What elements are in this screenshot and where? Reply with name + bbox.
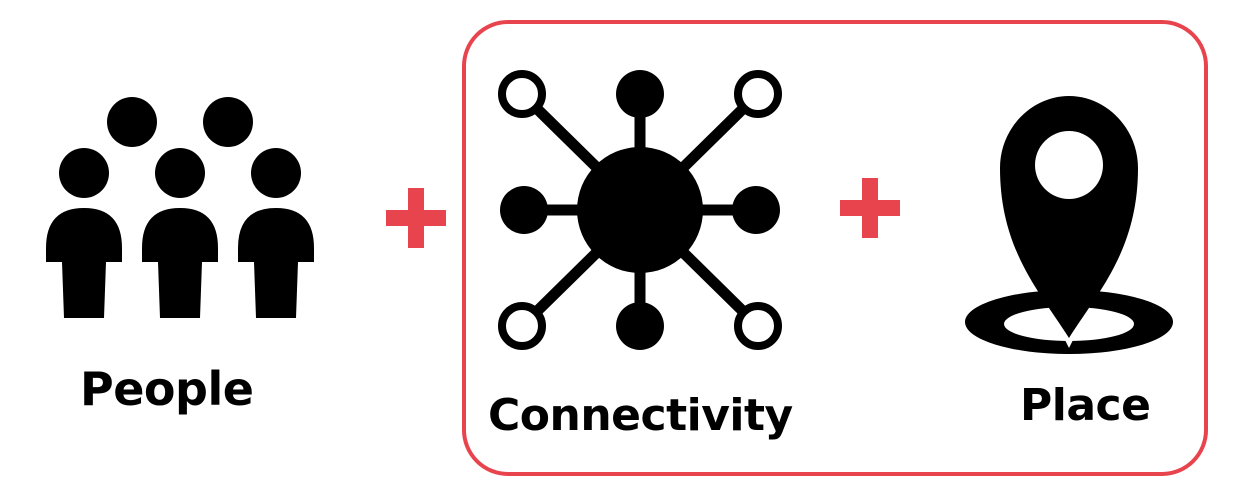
network-hub-icon bbox=[498, 70, 782, 350]
grouping-frame bbox=[462, 20, 1208, 476]
place-label: Place bbox=[1020, 380, 1151, 431]
people-group-icon bbox=[46, 97, 314, 318]
location-pin-icon bbox=[965, 96, 1173, 354]
people-label: People bbox=[80, 362, 254, 416]
plus-icon bbox=[386, 188, 446, 248]
connectivity-label: Connectivity bbox=[488, 390, 793, 441]
plus-icon bbox=[840, 178, 900, 238]
